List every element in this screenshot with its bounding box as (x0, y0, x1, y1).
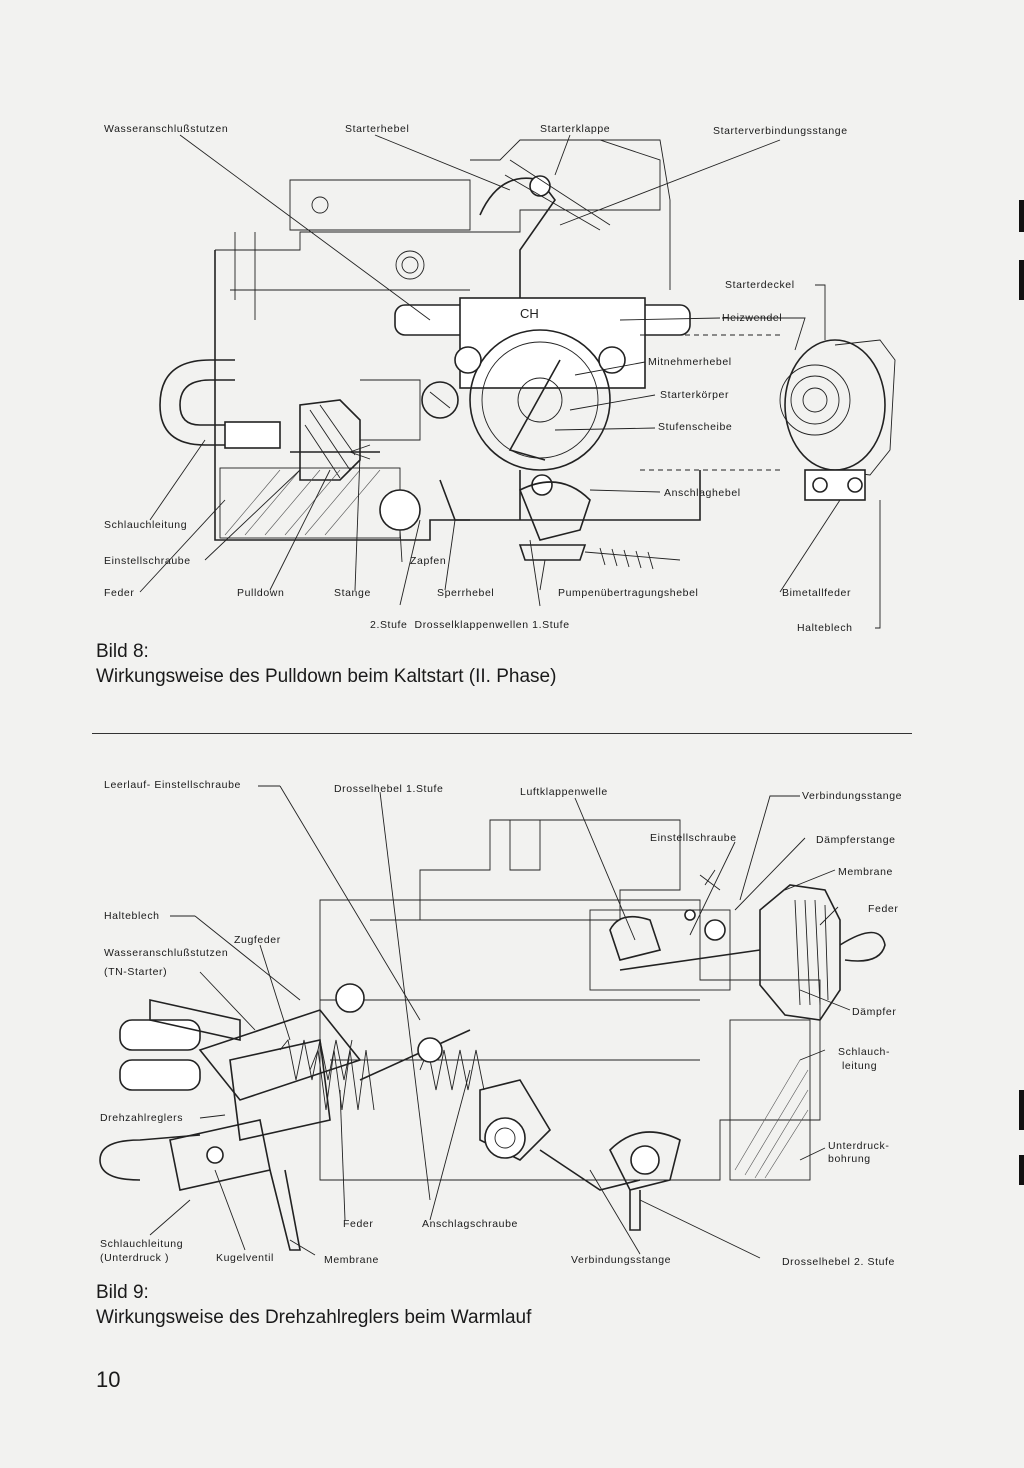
ch-marking: CH (520, 306, 539, 321)
label-drosselklappenwellen: 2.Stufe Drosselklappenwellen 1.Stufe (370, 619, 570, 631)
label-starterdeckel: Starterdeckel (725, 279, 795, 291)
figure9-caption-text: Wirkungsweise des Drehzahlreglers beim W… (96, 1307, 532, 1328)
label-membrane-right: Membrane (838, 866, 893, 878)
label-einstellschraube: Einstellschraube (104, 555, 191, 567)
label-verbindungsstange-bottom: Verbindungsstange (571, 1254, 672, 1266)
label-halteblech-left: Halteblech (104, 910, 160, 922)
figure9-carburetor-drawing (99, 785, 886, 1259)
label-unterdruck-2: bohrung (828, 1153, 871, 1165)
label-bimetallfeder: Bimetallfeder (782, 587, 852, 599)
label-drosselhebel-2-stufe: Drosselhebel 2. Stufe (782, 1256, 895, 1268)
label-sperrhebel: Sperrhebel (437, 587, 495, 599)
label-stange: Stange (334, 587, 371, 599)
label-feder-right: Feder (868, 903, 899, 915)
figure8-carburetor-drawing: CH (139, 134, 896, 629)
label-daempfer: Dämpfer (852, 1006, 897, 1018)
label-tn-starter: (TN-Starter) (104, 966, 168, 978)
label-verbindungsstange-top: Verbindungsstange (802, 790, 903, 802)
label-starterkoerper: Starterkörper (660, 389, 730, 401)
label-einstellschraube-top: Einstellschraube (650, 832, 737, 844)
label-heizwendel: Heizwendel (722, 312, 783, 324)
edge-mark (1019, 200, 1024, 232)
edge-mark (1019, 1090, 1024, 1130)
label-membrane-bottom: Membrane (324, 1254, 379, 1266)
label-unterdruck-1: Unterdruck- (828, 1140, 890, 1152)
figure8-caption-number: Bild 8: (96, 641, 149, 662)
label-schlauchleitung: Schlauchleitung (104, 519, 188, 531)
label-wasseranschlussstutzen-9: Wasseranschlußstutzen (104, 947, 229, 959)
label-pulldown: Pulldown (237, 587, 285, 599)
label-stufenscheibe: Stufenscheibe (658, 421, 733, 433)
label-wasseranschlussstutzen: Wasseranschlußstutzen (104, 123, 229, 135)
label-zugfeder: Zugfeder (234, 934, 281, 946)
label-mitnehmerhebel: Mitnehmerhebel (648, 356, 732, 368)
edge-mark (1019, 260, 1024, 300)
label-daempferstange: Dämpferstange (816, 834, 896, 846)
label-anschlagschraube: Anschlagschraube (422, 1218, 518, 1230)
section-divider (92, 733, 912, 734)
label-schlauchleitung-left-2: (Unterdruck ) (100, 1252, 170, 1264)
label-starterverbindungsstange: Starterverbindungsstange (713, 125, 848, 137)
label-luftklappenwelle: Luftklappenwelle (520, 786, 608, 798)
edge-mark (1019, 1155, 1024, 1185)
label-schlauchleitung-right-1: Schlauch- (838, 1046, 891, 1058)
label-feder-bottom: Feder (343, 1218, 374, 1230)
label-kugelventil: Kugelventil (216, 1252, 274, 1264)
label-halteblech: Halteblech (797, 622, 853, 634)
label-schlauchleitung-left-1: Schlauchleitung (100, 1238, 184, 1250)
label-drosselhebel-1-stufe: Drosselhebel 1.Stufe (334, 783, 444, 795)
label-anschlaghebel: Anschlaghebel (664, 487, 741, 499)
label-feder: Feder (104, 587, 135, 599)
figure9-caption-number: Bild 9: (96, 1282, 149, 1303)
label-schlauchleitung-right-2: leitung (842, 1060, 878, 1072)
label-starterklappe: Starterklappe (540, 123, 611, 135)
label-pumpenuebertragungshebel: Pumpenübertragungshebel (558, 587, 699, 599)
label-drehzahlreglers: Drehzahlreglers (100, 1112, 184, 1124)
label-starterhebel: Starterhebel (345, 123, 410, 135)
page-number: 10 (96, 1367, 121, 1392)
figure8-caption-text: Wirkungsweise des Pulldown beim Kaltstar… (96, 666, 557, 687)
label-zapfen: Zapfen (410, 555, 447, 567)
label-leerlauf-einstellschraube: Leerlauf- Einstellschraube (104, 779, 242, 791)
